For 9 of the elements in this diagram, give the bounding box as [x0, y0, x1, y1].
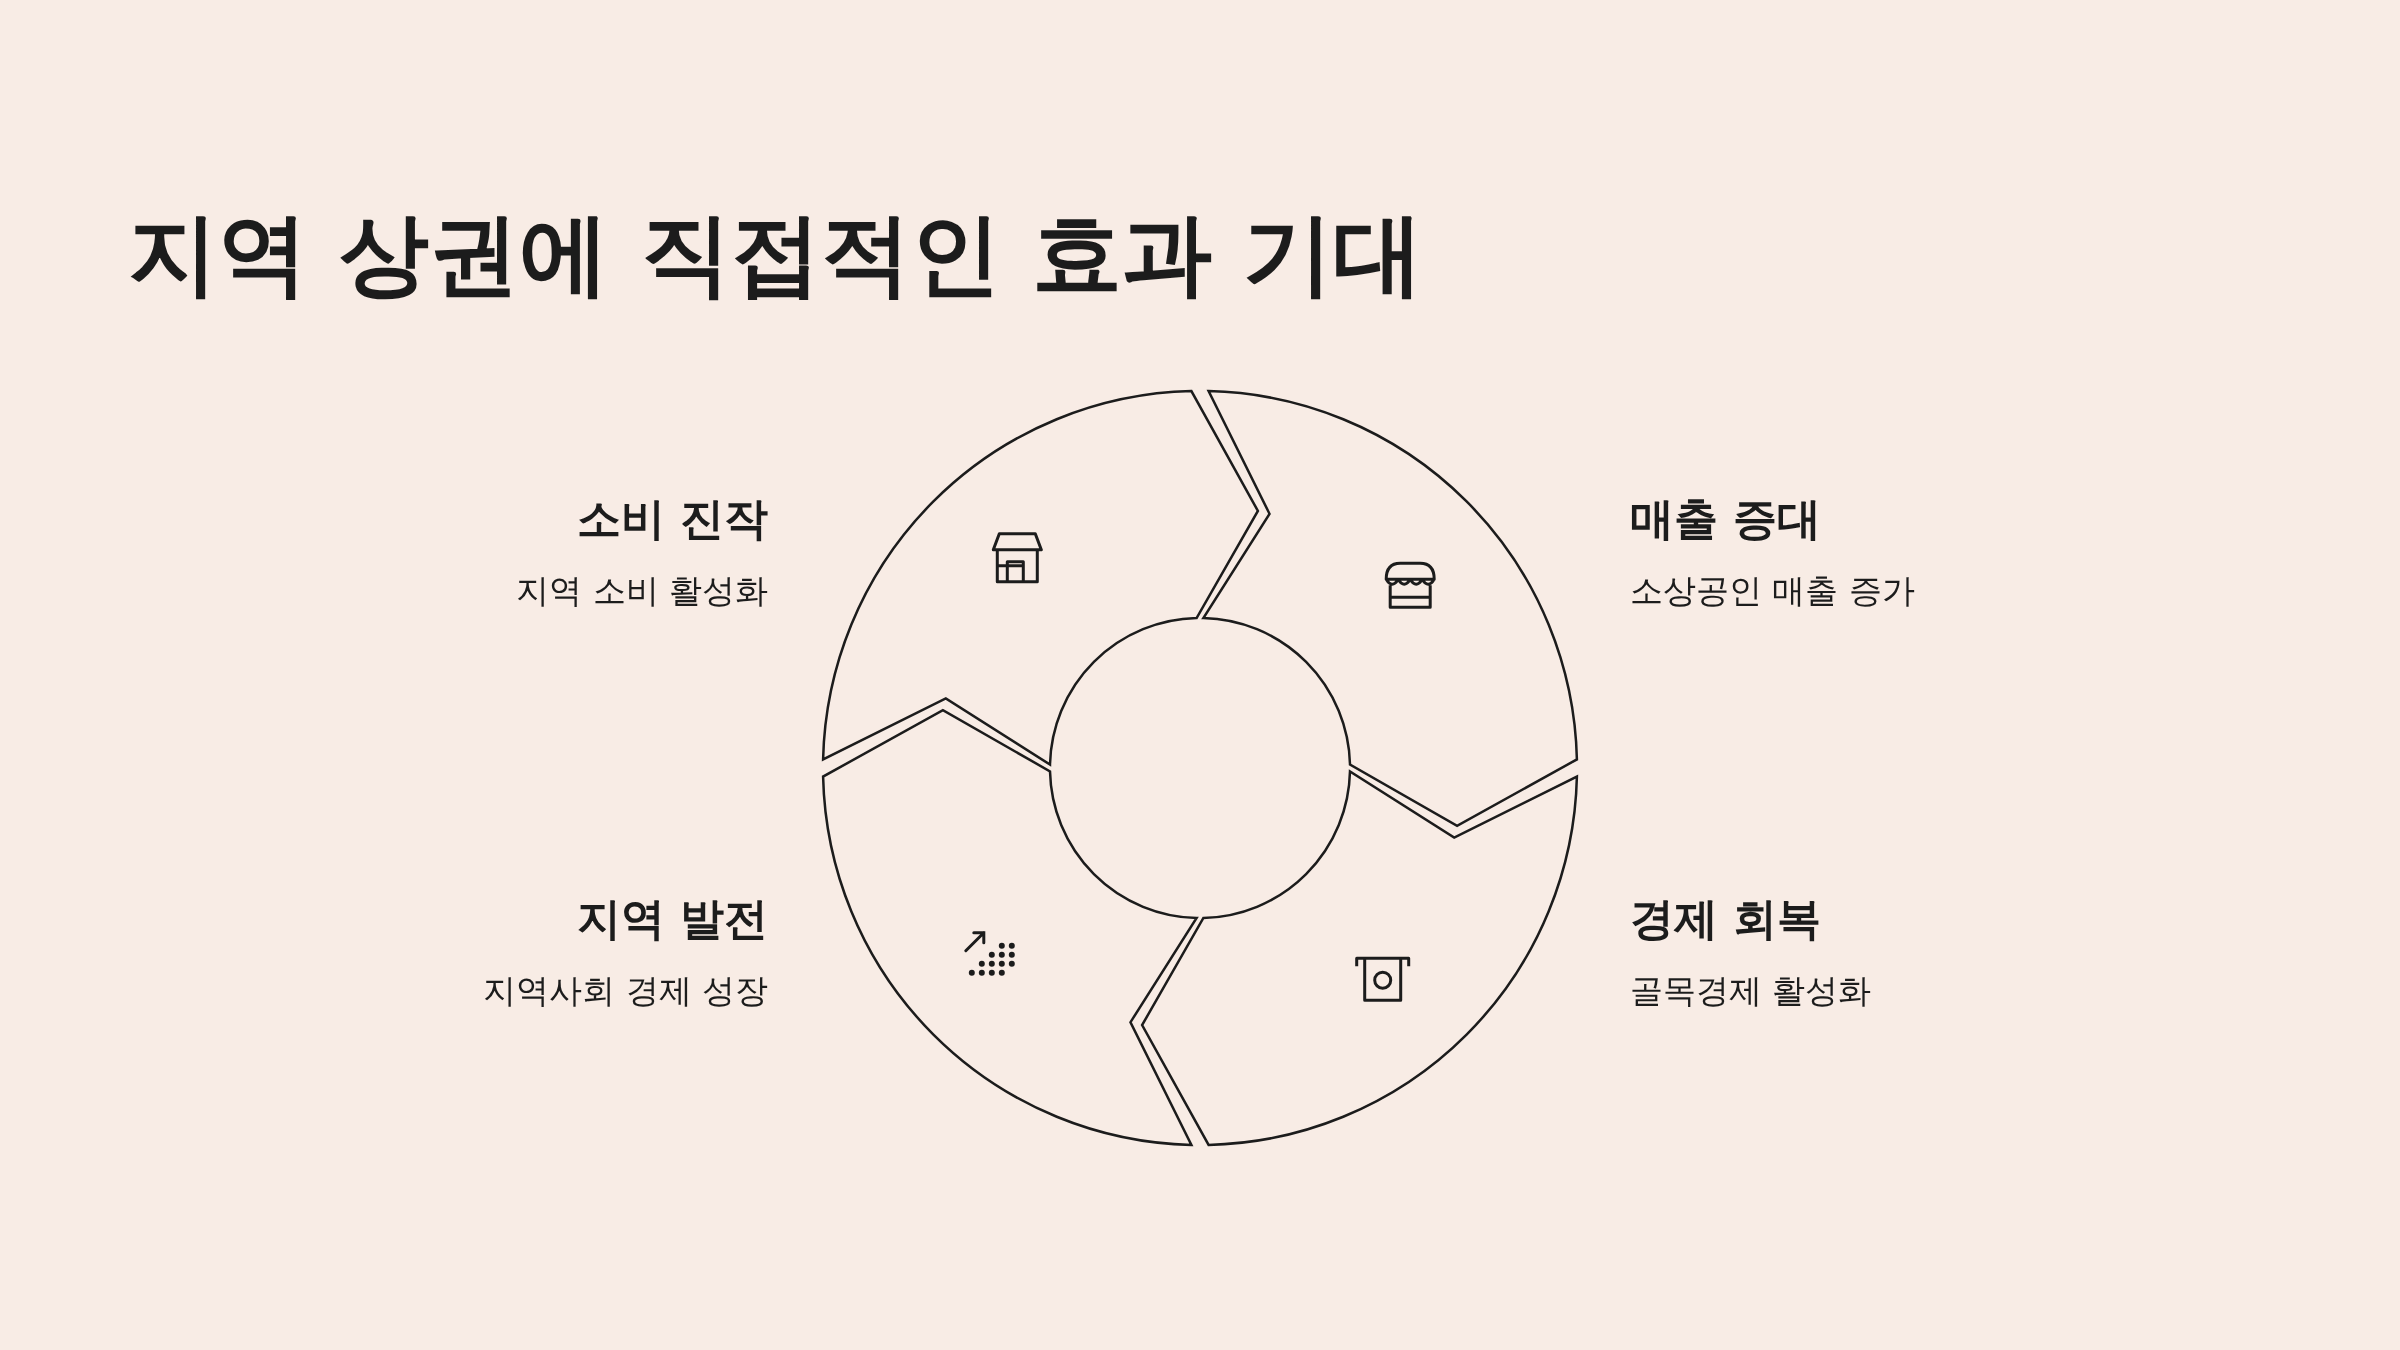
segment-heading: 경제 회복	[1630, 892, 1822, 946]
segment-description: 골목경제 활성화	[1630, 970, 1872, 1013]
segment-heading: 매출 증대	[1630, 492, 1822, 546]
segment-heading: 지역 발전	[576, 892, 768, 946]
segment-description: 지역 소비 활성화	[516, 570, 768, 613]
segment-description: 소상공인 매출 증가	[1630, 570, 1915, 613]
segment-heading: 소비 진작	[576, 492, 768, 546]
title: 지역 상권에 직접적인 효과 기대	[128, 200, 1424, 308]
segment-description: 지역사회 경제 성장	[483, 970, 768, 1013]
